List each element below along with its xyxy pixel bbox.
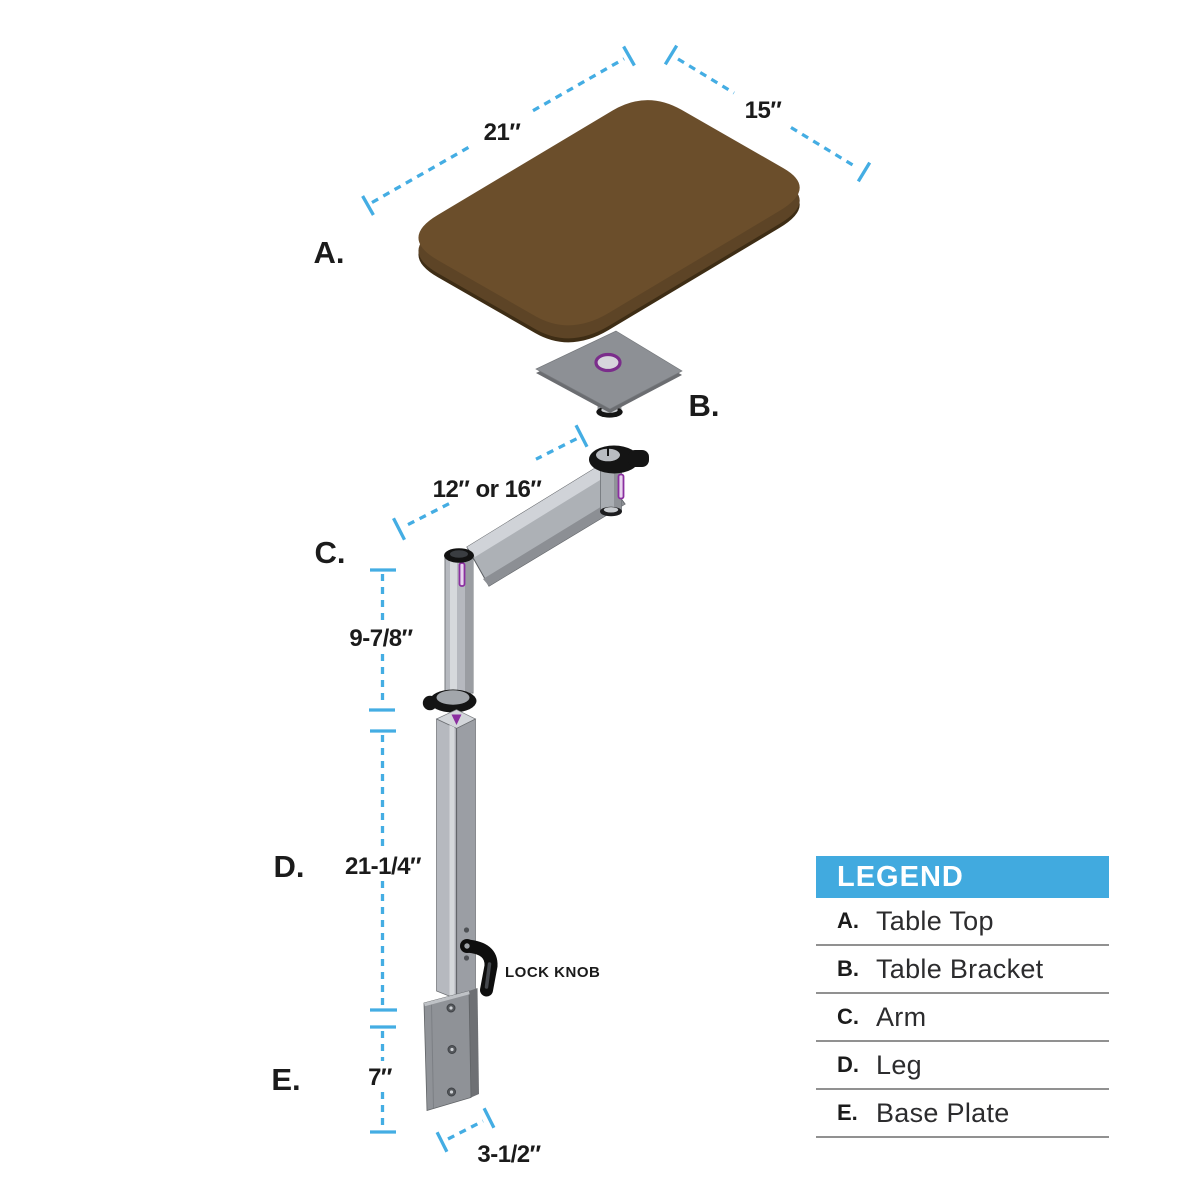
dim-leg-height-label: 21-1/4″ — [345, 853, 422, 880]
legend-item-name: Base Plate — [876, 1097, 1010, 1128]
dim-table-depth-tick-1 — [663, 44, 679, 66]
legend-item-letter: E. — [837, 1100, 858, 1125]
lock-knob-lever-highlight — [484, 962, 492, 989]
arm-purple-latch-far — [617, 473, 625, 500]
legend-item-letter: D. — [837, 1052, 859, 1077]
dim-table-width-line-2 — [532, 57, 625, 113]
dim-table-width-label: 21″ — [484, 119, 522, 146]
legend-item-table-bracket: B. Table Bracket — [816, 946, 1109, 994]
lock-knob-pivot-bolt — [464, 943, 470, 949]
callout-b: B. — [689, 388, 720, 423]
base-plate-screw-3 — [447, 1087, 456, 1097]
arm-post-shade — [465, 558, 473, 692]
dim-table-depth-line-2 — [790, 126, 857, 169]
dim-table-width: 21″ — [361, 45, 636, 216]
arm-swivel-tab — [628, 450, 649, 467]
dim-base-plate-height: 7″ — [368, 1025, 396, 1134]
arm-collar-inner — [436, 690, 470, 705]
dim-arm-length: 12″ or 16″ — [392, 424, 589, 541]
dim-base-width-line — [447, 1119, 484, 1141]
arm-purple-latch-near — [458, 562, 466, 587]
table-top-surface — [418, 100, 800, 326]
base-plate-screw-2 — [447, 1045, 457, 1054]
dim-arm-height: 9-7/8″ — [349, 568, 414, 712]
table-top-illustration — [418, 100, 800, 343]
legend-item-letter: C. — [837, 1004, 859, 1029]
dim-arm-height-label: 9-7/8″ — [349, 625, 413, 652]
legend-item-arm: C. Arm — [816, 994, 1109, 1042]
leg-purple-marker — [451, 714, 462, 725]
bracket-purple-ring — [594, 352, 622, 373]
lock-knob-illustration — [460, 939, 498, 997]
legend-item-table-top: A. Table Top — [816, 898, 1109, 946]
dim-arm-length-tick-2 — [392, 517, 406, 541]
dim-table-depth: 15″ — [663, 44, 872, 183]
dim-arm-length-label: 12″ or 16″ — [433, 476, 543, 503]
legend-item-base-plate: E. Base Plate — [816, 1090, 1109, 1138]
dim-table-width-line-1 — [371, 144, 472, 204]
legend-item-letter: A. — [837, 908, 859, 933]
arm-post-highlight — [450, 558, 457, 692]
dim-table-depth-tick-2 — [856, 161, 872, 183]
dim-table-width-tick-1 — [361, 195, 375, 216]
dim-table-depth-line-1 — [677, 57, 735, 95]
dim-base-width-tick-2 — [482, 1107, 496, 1129]
legend-panel: LEGEND A. Table Top B. Table Bracket C. … — [816, 856, 1109, 1138]
leg-groove-highlight — [449, 725, 455, 998]
base-plate-screw-1 — [446, 1003, 456, 1013]
base-plate-illustration — [423, 988, 479, 1112]
legend-item-name: Table Bracket — [876, 953, 1044, 984]
dim-leg-height: 21-1/4″ — [345, 729, 423, 1012]
callout-c: C. — [315, 535, 346, 570]
dim-base-width-tick-1 — [435, 1131, 449, 1153]
arm-post-top-cap-inner — [450, 550, 468, 558]
legend-item-letter: B. — [837, 956, 859, 981]
dim-table-depth-label: 15″ — [745, 97, 783, 124]
leg-illustration — [435, 709, 477, 1000]
arm-joint-cylinder-shade — [614, 464, 621, 510]
legend-title: LEGEND — [816, 856, 1109, 898]
arm-joint-cylinder-cap-inner — [603, 507, 619, 513]
table-bracket-illustration — [535, 330, 683, 418]
base-plate-fold-line — [431, 1004, 434, 1109]
legend-item-name: Leg — [876, 1049, 922, 1080]
dim-base-height-label: 7″ — [368, 1064, 393, 1091]
dim-arm-length-tick-1 — [574, 424, 589, 448]
base-plate-top-edge — [424, 991, 470, 1007]
callout-d: D. — [274, 849, 305, 884]
arm-beam-top-facet — [467, 467, 605, 557]
dim-base-width-label: 3-1/2″ — [477, 1141, 541, 1168]
legend-item-leg: D. Leg — [816, 1042, 1109, 1090]
arm-illustration — [422, 445, 649, 713]
arm-beam-bottom-facet — [483, 497, 625, 586]
dim-arm-length-line-1 — [535, 437, 578, 461]
lock-knob-label: LOCK KNOB — [505, 964, 600, 981]
leg-screw-upper — [463, 927, 470, 933]
legend-item-name: Arm — [876, 1001, 927, 1032]
callout-e: E. — [271, 1062, 300, 1097]
dim-arm-length-line-2 — [405, 502, 450, 528]
legend-item-name: Table Top — [876, 905, 994, 936]
dim-base-plate-width: 3-1/2″ — [435, 1107, 542, 1168]
dim-table-width-tick-2 — [622, 45, 636, 67]
callout-a: A. — [314, 235, 345, 270]
leg-screw-lower — [463, 955, 470, 961]
base-plate-side-face — [469, 988, 479, 1098]
